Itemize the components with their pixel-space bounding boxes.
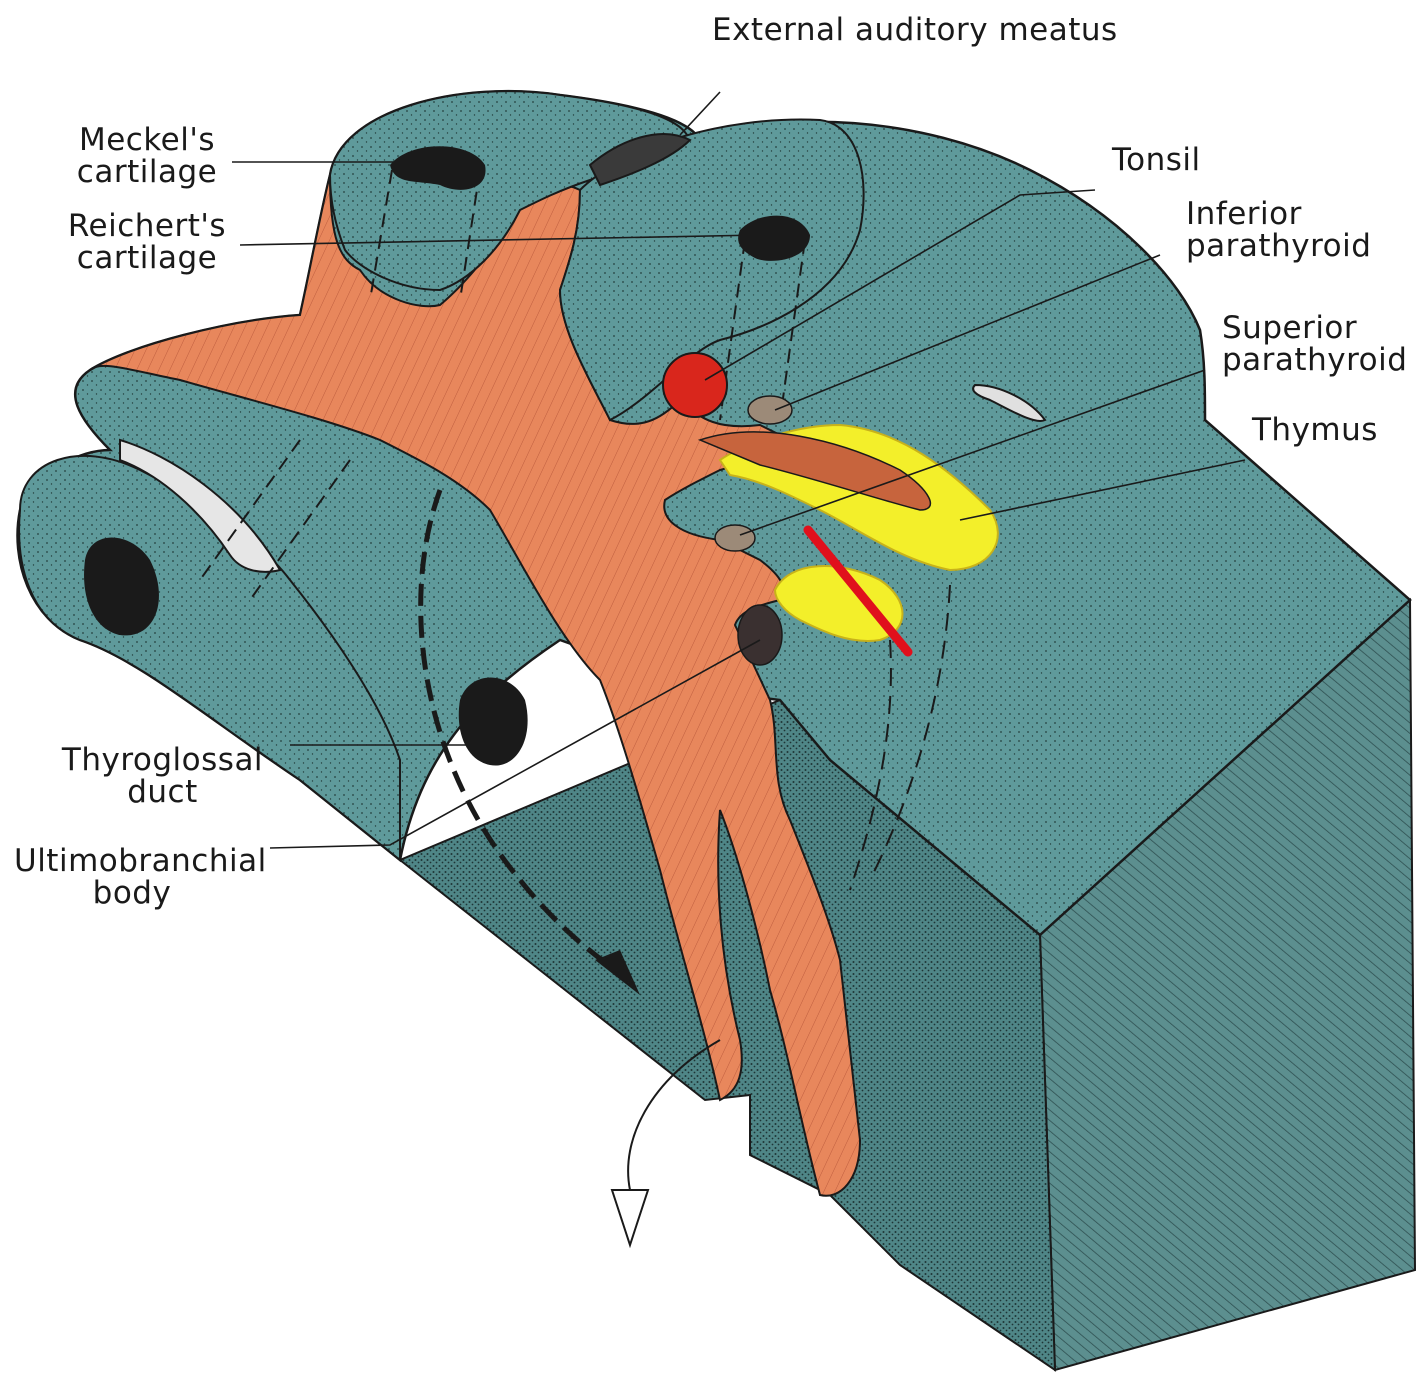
tonsil-shape bbox=[663, 353, 727, 417]
superior-parathyroid-shape bbox=[715, 525, 755, 551]
label-inferior-parathyroid: Inferior parathyroid bbox=[1186, 198, 1371, 262]
label-ultimobranchial-body: Ultimobranchial body bbox=[14, 845, 250, 909]
label-superior-parathyroid: Superior parathyroid bbox=[1222, 312, 1407, 376]
label-meckels-line1: Meckel's bbox=[62, 124, 232, 156]
label-ultimobranchial-line2: body bbox=[14, 877, 250, 909]
label-external-auditory-meatus: External auditory meatus bbox=[712, 14, 1118, 46]
label-superior-line1: Superior bbox=[1222, 312, 1407, 344]
label-thyroglossal-line2: duct bbox=[50, 776, 275, 808]
label-superior-line2: parathyroid bbox=[1222, 344, 1407, 376]
label-meckels-cartilage: Meckel's cartilage bbox=[62, 124, 232, 188]
label-thyroglossal-line1: Thyroglossal bbox=[50, 744, 275, 776]
label-reicherts-cartilage: Reichert's cartilage bbox=[62, 210, 232, 274]
ultimobranchial-shape bbox=[738, 605, 782, 665]
label-tonsil: Tonsil bbox=[1112, 144, 1201, 176]
label-meckels-line2: cartilage bbox=[62, 156, 232, 188]
label-thymus: Thymus bbox=[1252, 414, 1378, 446]
label-reicherts-line1: Reichert's bbox=[62, 210, 232, 242]
label-thyroglossal-duct: Thyroglossal duct bbox=[50, 744, 275, 808]
lower-cartilage-section bbox=[459, 678, 528, 766]
inferior-parathyroid-shape bbox=[748, 396, 792, 424]
down-arrow-head bbox=[612, 1190, 648, 1245]
label-inferior-line2: parathyroid bbox=[1186, 230, 1371, 262]
label-ultimobranchial-line1: Ultimobranchial bbox=[14, 845, 250, 877]
label-reicherts-line2: cartilage bbox=[62, 242, 232, 274]
label-inferior-line1: Inferior bbox=[1186, 198, 1371, 230]
